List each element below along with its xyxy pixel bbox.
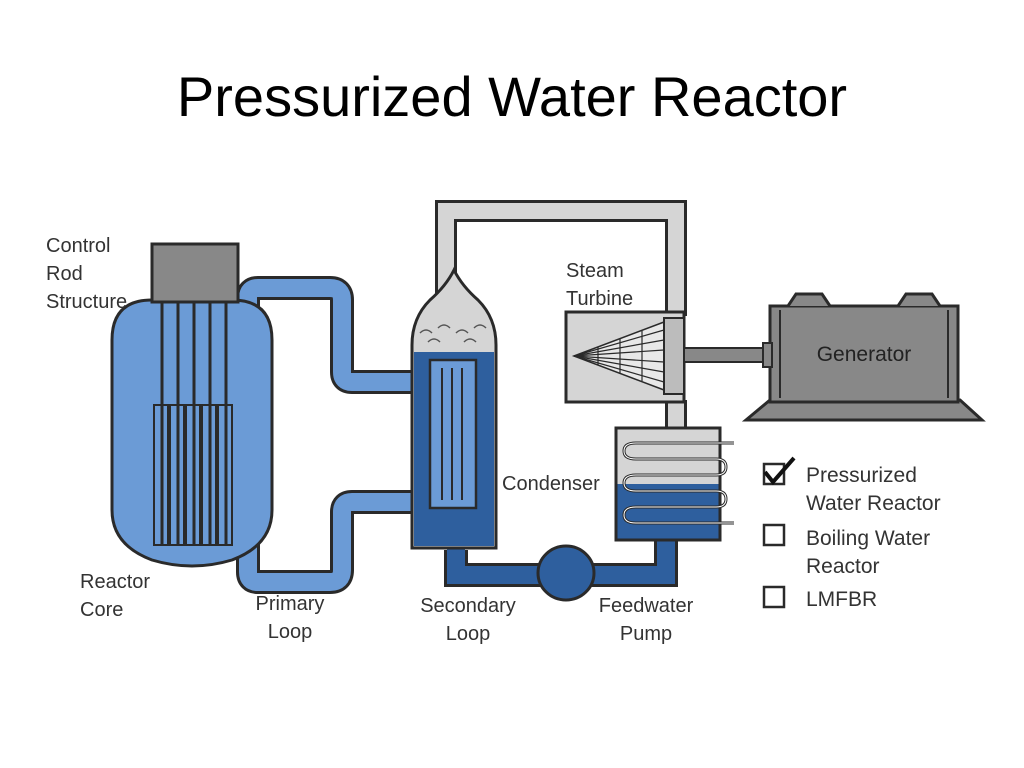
- reactor-type-legend: Pressurized Water Reactor Boiling Water …: [762, 456, 941, 611]
- legend-item-label-line2: Water Reactor: [806, 492, 941, 515]
- legend-item-pressurized-water-reactor[interactable]: Pressurized Water Reactor: [762, 456, 941, 515]
- legend-item-lmfbr[interactable]: LMFBR: [762, 585, 877, 611]
- label-secondary-loop-line1: Secondary: [420, 595, 516, 617]
- page-title: Pressurized Water Reactor: [176, 65, 848, 128]
- label-steam-turbine-line1: Steam: [566, 260, 624, 282]
- control-rods: [160, 302, 228, 546]
- checkbox-unchecked[interactable]: [762, 585, 786, 609]
- label-steam-turbine-line2: Turbine: [566, 288, 633, 310]
- legend-item-boiling-water-reactor[interactable]: Boiling Water Reactor: [762, 523, 930, 578]
- legend-item-label-line2: Reactor: [806, 555, 880, 578]
- fuel-assemblies: [153, 404, 233, 546]
- checkbox-unchecked[interactable]: [762, 523, 786, 547]
- label-primary-loop-line2: Loop: [268, 621, 313, 643]
- label-control-rod-line3: Structure: [46, 291, 127, 313]
- legend-item-label-line1: LMFBR: [806, 588, 877, 611]
- legend-item-label-line1: Boiling Water: [806, 527, 930, 550]
- legend-item-label-line1: Pressurized: [806, 464, 917, 487]
- condenser: [614, 426, 734, 542]
- steam-generator: [410, 266, 498, 550]
- labels: Control Rod Structure Reactor Core Prima…: [46, 235, 911, 645]
- steam-turbine: [564, 310, 771, 404]
- label-feedwater-pump-line1: Feedwater: [599, 595, 694, 617]
- reactor-vessel: [110, 242, 274, 568]
- feedwater-pump: [536, 544, 596, 602]
- control-rod-drive: [150, 242, 240, 304]
- label-control-rod-line2: Rod: [46, 263, 83, 285]
- label-secondary-loop-line2: Loop: [446, 623, 491, 645]
- drive-shaft: [683, 347, 771, 363]
- label-feedwater-pump-line2: Pump: [620, 623, 672, 645]
- primary-loop-pipes: [236, 276, 432, 594]
- label-condenser: Condenser: [502, 473, 600, 495]
- label-reactor-core-line2: Core: [80, 599, 123, 621]
- checkmark-icon: [763, 456, 796, 486]
- label-primary-loop-line1: Primary: [256, 593, 325, 615]
- generator: [741, 292, 986, 422]
- label-control-rod-line1: Control: [46, 235, 110, 257]
- label-reactor-core-line1: Reactor: [80, 571, 150, 593]
- label-generator: Generator: [817, 343, 912, 366]
